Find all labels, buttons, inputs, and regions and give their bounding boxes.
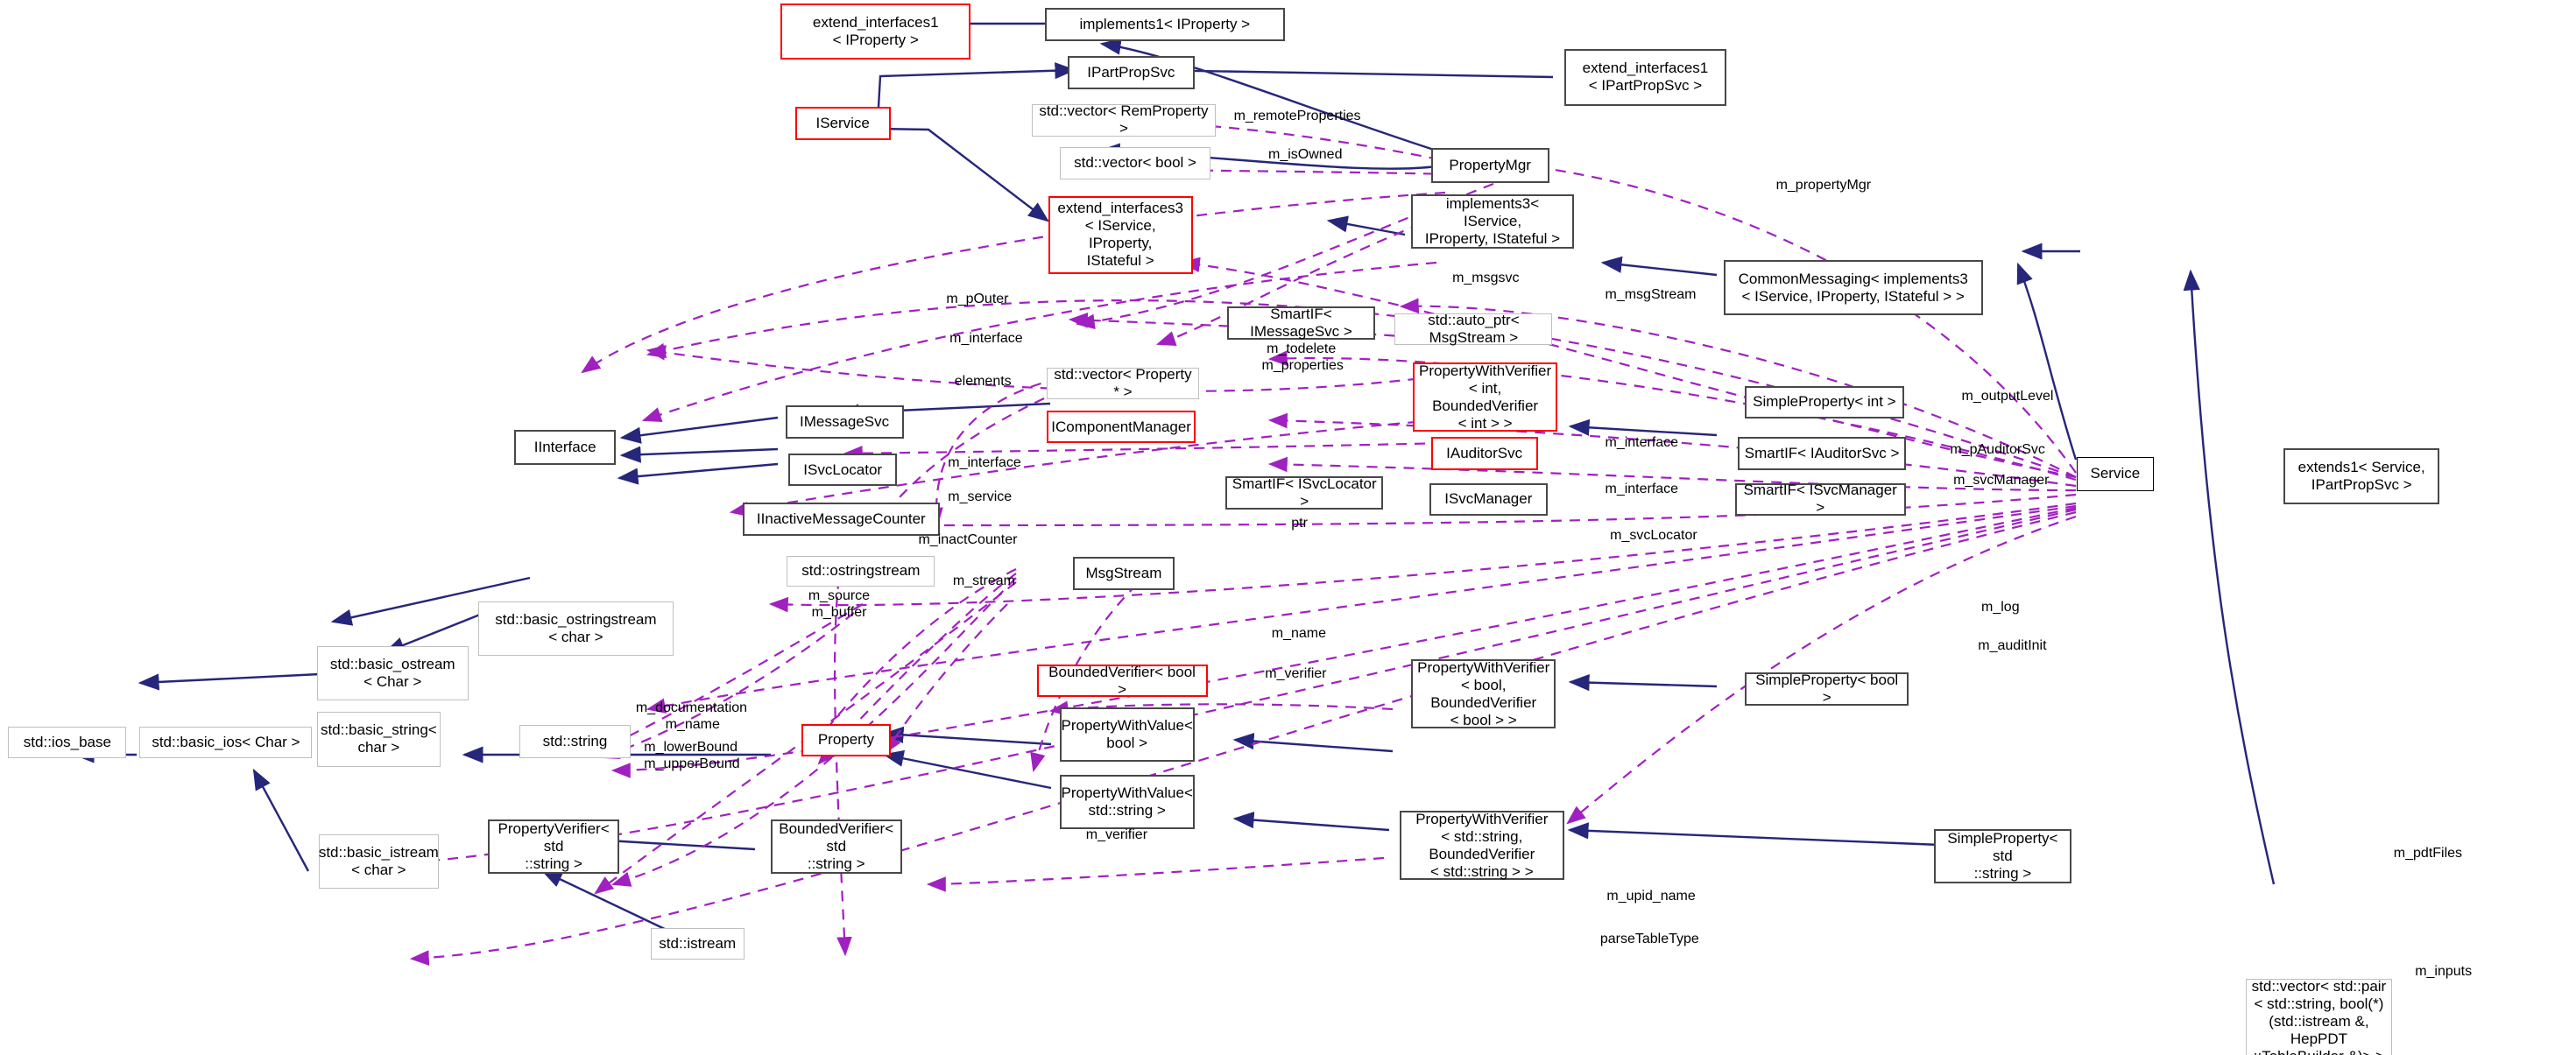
edge-label: m_pdtFiles [2393, 845, 2463, 861]
class-node-auto_ptr_MsgStream[interactable]: std::auto_ptr< MsgStream > [1394, 312, 1553, 346]
class-node-PropertyWithVerifier_bool[interactable]: PropertyWithVerifier < bool, BoundedVeri… [1411, 659, 1556, 729]
class-node-ios_base[interactable]: std::ios_base [8, 727, 127, 759]
edge-label: m_pOuter [946, 292, 1009, 307]
class-node-SimpleProperty_int[interactable]: SimpleProperty< int > [1744, 385, 1904, 419]
class-node-extends1_Service[interactable]: extends1< Service, IPartPropSvc > [2283, 448, 2440, 505]
edge-label: m_interface [1605, 435, 1679, 451]
class-node-PropertyWithValue_string[interactable]: PropertyWithValue< std::string > [1059, 774, 1195, 830]
class-node-ISvcManager[interactable]: ISvcManager [1429, 482, 1548, 517]
class-node-basic_ios_Char[interactable]: std::basic_ios< Char > [139, 727, 313, 759]
edge-label: m_isOwned [1267, 146, 1343, 162]
edge-label: m_buffer [811, 604, 867, 620]
edge-label: parseTableType [1599, 931, 1699, 946]
edge-label: m_stream [952, 573, 1015, 589]
class-node-CommonMessaging[interactable]: CommonMessaging< implements3 < IService,… [1723, 260, 1983, 315]
class-node-BoundedVerifier_string[interactable]: BoundedVerifier< std ::string > [770, 819, 902, 874]
class-node-extend_interfaces1_IProperty[interactable]: extend_interfaces1 < IProperty > [780, 3, 971, 60]
class-node-PropertyVerifier_string[interactable]: PropertyVerifier< std ::string > [488, 819, 620, 874]
class-node-PropertyWithVerifier_int[interactable]: PropertyWithVerifier < int, BoundedVerif… [1413, 362, 1558, 433]
class-node-Service[interactable]: Service [2076, 456, 2154, 492]
class-node-IInterface[interactable]: IInterface [514, 430, 617, 465]
edge-label: m_inputs [2415, 964, 2473, 980]
edge-label: m_inactCounter [918, 532, 1018, 548]
class-node-string[interactable]: std::string [519, 725, 632, 759]
class-node-SimpleProperty_bool[interactable]: SimpleProperty< bool > [1744, 672, 1909, 706]
edge-label: m_pAuditorSvc [1950, 441, 2045, 457]
class-node-IService[interactable]: IService [794, 107, 891, 141]
class-node-IInactiveMessageCounter[interactable]: IInactiveMessageCounter [742, 503, 940, 536]
edge-label: m_todelete [1267, 341, 1337, 356]
class-node-SimpleProperty_string[interactable]: SimpleProperty< std ::string > [1933, 829, 2072, 884]
edge-label: m_lowerBound [644, 740, 738, 756]
edge-label: elements [954, 374, 1012, 390]
class-node-IComponentManager[interactable]: IComponentManager [1046, 410, 1196, 444]
class-node-SmartIF_ISvcLocator[interactable]: SmartIF< ISvcLocator > [1225, 475, 1384, 510]
edge-label: m_interface [1605, 481, 1679, 496]
edge-label: m_name [1271, 626, 1326, 642]
class-node-SmartIF_ISvcManager[interactable]: SmartIF< ISvcManager > [1734, 482, 1906, 516]
edge-label: m_auditInit [1978, 637, 2047, 653]
class-node-basic_ostream_Char[interactable]: std::basic_ostream < Char > [316, 646, 469, 701]
class-node-implements3[interactable]: implements3< IService, IProperty, IState… [1411, 194, 1574, 250]
edge-label: ptr [1291, 516, 1308, 531]
class-node-PropertyWithVerifier_string[interactable]: PropertyWithVerifier < std::string, Boun… [1400, 811, 1564, 881]
edge-label: m_svcManager [1953, 473, 2050, 489]
class-node-vector_bool[interactable]: std::vector< bool > [1059, 146, 1211, 180]
class-node-vector_RemProperty[interactable]: std::vector< RemProperty > [1031, 102, 1216, 137]
edge-label: m_interface [948, 454, 1021, 470]
class-node-basic_string_char[interactable]: std::basic_string< char > [316, 712, 441, 767]
edge-label: m_msgsvc [1452, 270, 1520, 285]
class-node-vector_pair[interactable]: std::vector< std::pair < std::string, bo… [2245, 978, 2392, 1055]
class-node-istream[interactable]: std::istream [650, 928, 745, 960]
class-node-SmartIF_IMessageSvc[interactable]: SmartIF< IMessageSvc > [1227, 306, 1375, 340]
class-node-IMessageSvc[interactable]: IMessageSvc [785, 405, 904, 439]
class-node-IAuditorSvc[interactable]: IAuditorSvc [1430, 436, 1538, 470]
class-node-implements1_IProperty[interactable]: implements1< IProperty > [1044, 8, 1285, 42]
class-node-IPartPropSvc[interactable]: IPartPropSvc [1068, 56, 1195, 89]
class-node-ISvcLocator[interactable]: ISvcLocator [788, 453, 898, 487]
class-node-MsgStream[interactable]: MsgStream [1072, 557, 1175, 591]
class-node-ostringstream[interactable]: std::ostringstream [787, 555, 935, 587]
class-node-BoundedVerifier_bool[interactable]: BoundedVerifier< bool > [1036, 664, 1208, 698]
class-node-PropertyWithValue_bool[interactable]: PropertyWithValue< bool > [1059, 707, 1195, 762]
edge-label: m_name [665, 717, 720, 733]
edge-label: m_svcLocator [1610, 527, 1697, 543]
edge-label: m_verifier [1085, 827, 1148, 843]
edge-label: m_verifier [1265, 665, 1327, 681]
class-node-Property[interactable]: Property [801, 723, 891, 757]
class-node-vector_Property_ptr[interactable]: std::vector< Property * > [1046, 366, 1200, 400]
class-node-SmartIF_IAuditorSvc[interactable]: SmartIF< IAuditorSvc > [1738, 436, 1906, 470]
edge-label: m_msgStream [1605, 286, 1697, 302]
class-node-extend_interfaces3[interactable]: extend_interfaces3 < IService, IProperty… [1048, 196, 1193, 274]
edge-label: m_upperBound [644, 756, 740, 772]
edge-label: m_outputLevel [1961, 389, 2054, 404]
edge-label: m_service [948, 489, 1013, 505]
class-node-basic_istream_char[interactable]: std::basic_istream < char > [319, 833, 439, 889]
class-node-PropertyMgr[interactable]: PropertyMgr [1430, 148, 1549, 183]
edge-label: m_interface [949, 331, 1023, 347]
edge-label: m_properties [1261, 357, 1344, 373]
edge-label: m_remoteProperties [1233, 109, 1361, 124]
edge-label: m_source [808, 588, 871, 604]
edge-label: m_propertyMgr [1775, 178, 1872, 193]
edge-label: m_documentation [635, 700, 748, 716]
edge-label: m_log [1981, 600, 2020, 615]
class-node-extend_interfaces1_IPartPropSvc[interactable]: extend_interfaces1 < IPartPropSvc > [1563, 49, 1727, 106]
edge-label: m_upid_name [1606, 888, 1696, 904]
class-node-basic_ostringstream_char[interactable]: std::basic_ostringstream < char > [477, 601, 674, 657]
